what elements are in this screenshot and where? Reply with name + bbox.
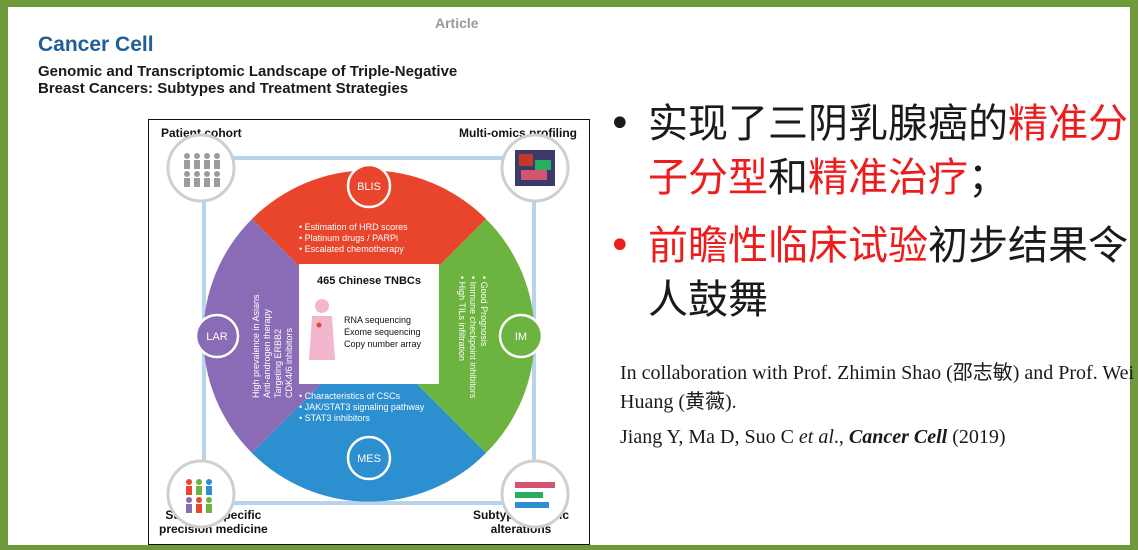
collaboration-note: In collaboration with Prof. Zhimin Shao … xyxy=(620,362,1135,413)
svg-text:• Characteristics of CSCs: • Characteristics of CSCs xyxy=(299,391,401,401)
segment-lar xyxy=(203,219,369,453)
im-items: • High TILs infiltration • Immune checkp… xyxy=(457,276,489,399)
bullet-clinical-trial: •前瞻性临床试验初步结果令人鼓舞 xyxy=(608,223,1128,323)
article-tag: Article xyxy=(435,15,479,31)
svg-text:Exome sequencing: Exome sequencing xyxy=(344,327,421,337)
svg-text:• Good Prognosis: • Good Prognosis xyxy=(479,276,489,347)
svg-text:High prevalence in Asians: High prevalence in Asians xyxy=(251,294,261,398)
colored-people-icon xyxy=(186,479,212,513)
credits: In collaboration with Prof. Zhimin Shao … xyxy=(620,359,1138,458)
svg-text:CDK4/6 inhibitors: CDK4/6 inhibitors xyxy=(284,327,294,398)
key-points: •实现了三阴乳腺癌的精准分子分型和精准治疗； •前瞻性临床试验初步结果令人鼓舞 xyxy=(608,97,1128,341)
segment-mes xyxy=(252,336,486,502)
svg-text:Copy number array: Copy number array xyxy=(344,339,422,349)
svg-text:• Immune checkpoint inhibitors: • Immune checkpoint inhibitors xyxy=(468,276,478,399)
slide: Article Cancer Cell Genomic and Transcri… xyxy=(8,7,1134,545)
svg-text:RNA sequencing: RNA sequencing xyxy=(344,315,411,325)
paper-title: Genomic and Transcriptomic Landscape of … xyxy=(38,63,458,97)
svg-text:• Escalated chemotherapy: • Escalated chemotherapy xyxy=(299,244,404,254)
mes-label: MES xyxy=(357,453,381,465)
svg-text:• Estimation of HRD scores: • Estimation of HRD scores xyxy=(299,222,408,232)
segment-im xyxy=(369,219,535,453)
blis-items: • Estimation of HRD scores • Platinum dr… xyxy=(299,222,408,254)
svg-text:Anti-androgen therapy: Anti-androgen therapy xyxy=(262,308,272,398)
patient-cohort-icon xyxy=(166,133,236,203)
lar-badge xyxy=(194,313,240,359)
patient-body-icon xyxy=(309,316,335,360)
genome-plot-icon xyxy=(515,482,555,508)
svg-text:• Platinum drugs / PARPi: • Platinum drugs / PARPi xyxy=(299,233,398,243)
corner-patient-cohort: Patient cohort xyxy=(161,126,242,140)
bullet-precision-typing: •实现了三阴乳腺癌的精准分子分型和精准治疗； xyxy=(608,101,1128,201)
graphical-abstract: Patient cohort Multi-omics profiling Sub… xyxy=(148,119,590,545)
center-items: RNA sequencing Exome sequencing Copy num… xyxy=(344,315,422,349)
lar-label: LAR xyxy=(206,331,227,343)
im-label: IM xyxy=(515,331,527,343)
mes-badge xyxy=(346,435,392,481)
blis-badge xyxy=(346,163,392,209)
subtype-wheel: BLIS IM MES LAR • Estimation of HRD scor… xyxy=(166,133,570,529)
center-title: 465 Chinese TNBCs xyxy=(317,275,421,287)
svg-text:Targeting ERBB2: Targeting ERBB2 xyxy=(273,329,283,398)
segment-blis xyxy=(252,170,486,336)
svg-text:• STAT3 inhibitors: • STAT3 inhibitors xyxy=(299,413,370,423)
blis-label: BLIS xyxy=(357,181,381,193)
svg-text:• High TILs infiltration: • High TILs infiltration xyxy=(457,276,467,361)
mes-items: • Characteristics of CSCs • JAK/STAT3 si… xyxy=(299,391,425,423)
lar-items: High prevalence in Asians Anti-androgen … xyxy=(251,294,294,398)
people-icon xyxy=(184,153,220,187)
svg-text:• JAK/STAT3 signaling pathway: • JAK/STAT3 signaling pathway xyxy=(299,402,425,412)
journal-name: Cancer Cell xyxy=(38,33,154,56)
citation: Jiang Y, Ma D, Suo C et al., Cancer Cell… xyxy=(620,426,1006,448)
patient-head-icon xyxy=(315,299,329,313)
im-badge xyxy=(498,313,544,359)
